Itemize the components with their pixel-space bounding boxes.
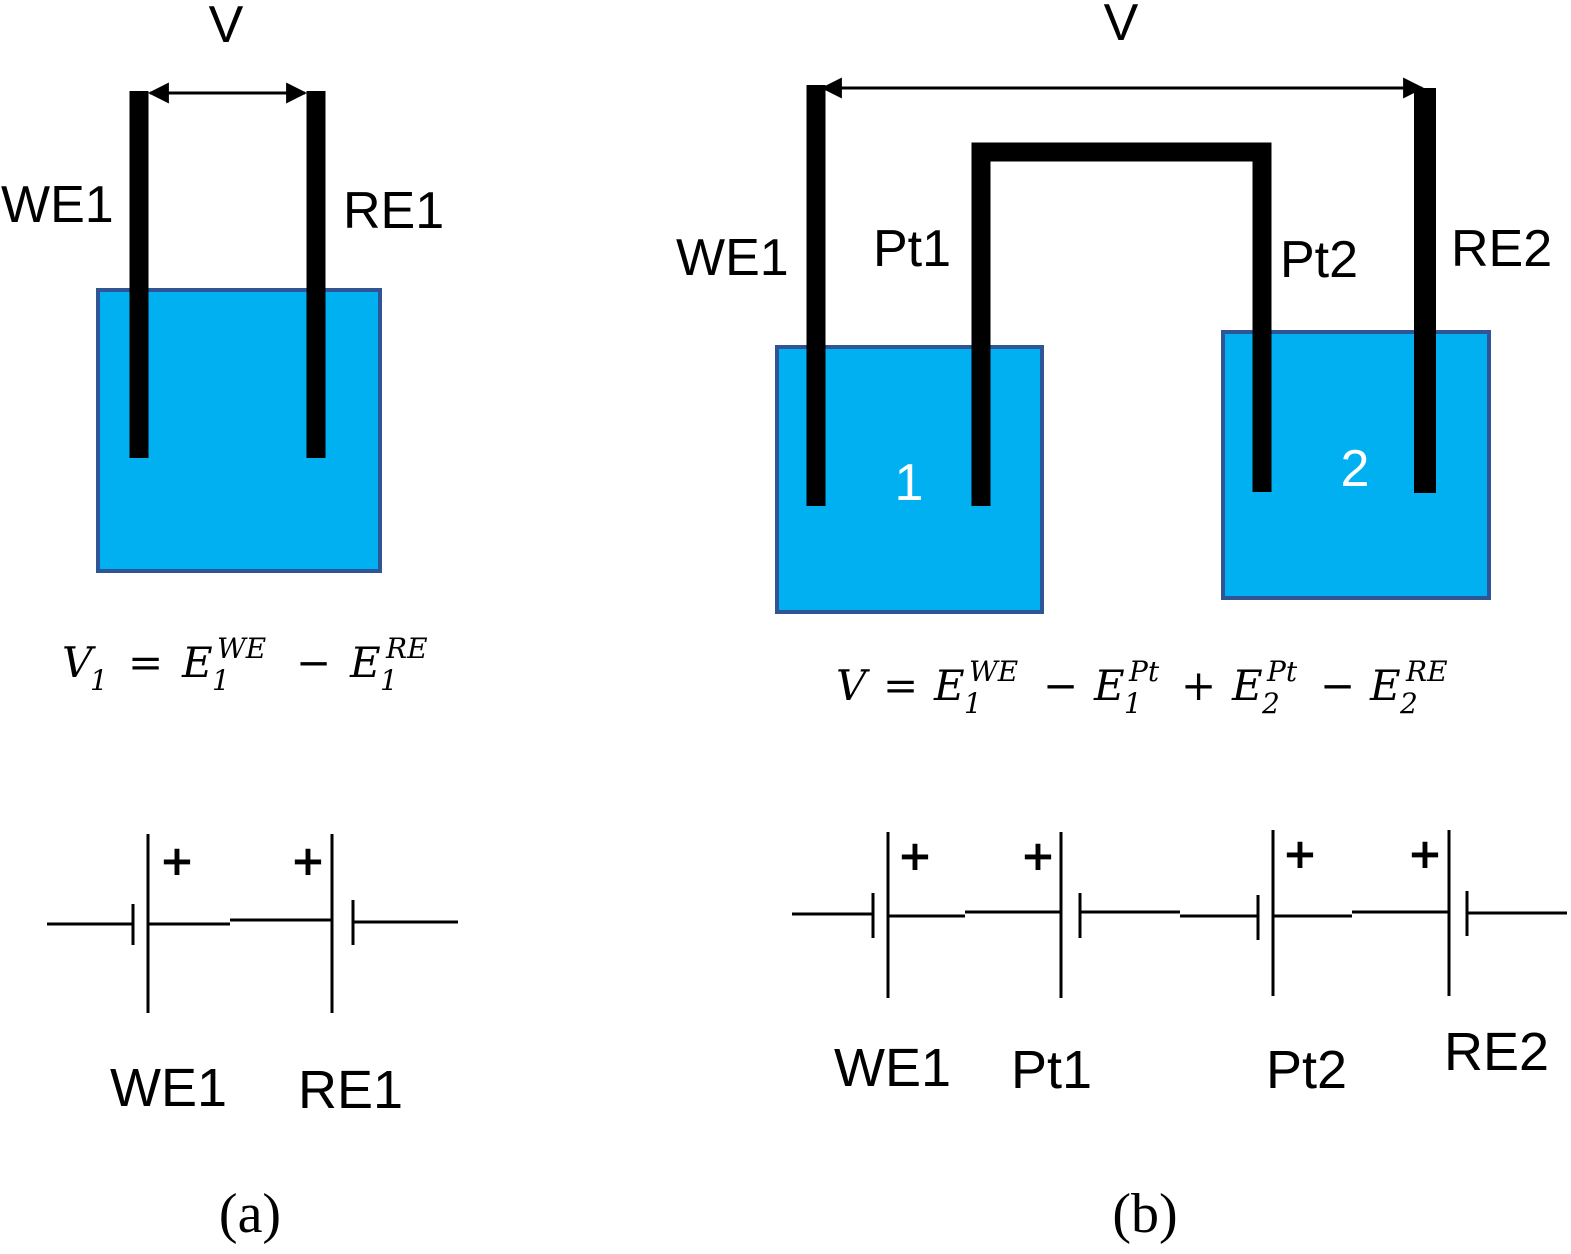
- eq-b-t4-sup: RE: [1405, 655, 1448, 688]
- eq-a-equals: =: [128, 638, 163, 687]
- panel-b-voltage-label: V: [1104, 0, 1139, 52]
- eq-b-op3: −: [1320, 661, 1355, 710]
- eq-b-op2: +: [1181, 661, 1216, 710]
- panel-b-pt-bridge-wire: [971, 142, 1272, 506]
- circuit-b-plus-2: +: [1020, 831, 1055, 880]
- eq-a-t1-sup: WE: [217, 632, 266, 665]
- circuit-b-label-pt2: Pt2: [1266, 1040, 1347, 1100]
- eq-b-op1: −: [1043, 661, 1078, 710]
- eq-a-t2-sup: RE: [385, 632, 428, 665]
- panel-b-pt1-label: Pt1: [873, 220, 951, 278]
- eq-b-t1-sub: 1: [964, 687, 982, 720]
- eq-a-t2-sub: 1: [380, 664, 398, 697]
- eq-a-t1-sub: 1: [212, 664, 230, 697]
- panel-a-circuit: [47, 834, 458, 1013]
- eq-a-t2: E: [349, 638, 381, 687]
- panel-b-equation: V = E 1 WE − E 1 Pt + E 2 Pt − E 2 RE: [836, 655, 1448, 720]
- circuit-b-plus-4: +: [1407, 829, 1442, 878]
- circuit-b-label-we1: WE1: [834, 1038, 951, 1098]
- eq-b-t2: E: [1093, 661, 1125, 710]
- panel-a-re1-label: RE1: [343, 182, 444, 240]
- circuit-a-plus-2: +: [290, 836, 325, 885]
- panel-b: V 1 2 WE1 Pt1 Pt2 RE2 V = E 1 WE − E 1 P…: [676, 0, 1567, 1245]
- panel-a-caption: (a): [219, 1183, 281, 1245]
- eq-b-t1: E: [933, 661, 965, 710]
- circuit-a-plus-1: +: [159, 836, 194, 885]
- eq-b-lhs: V: [836, 661, 870, 710]
- eq-a-op1: −: [296, 638, 331, 687]
- circuit-a-label-we1: WE1: [110, 1058, 227, 1118]
- eq-b-t3-sub: 2: [1261, 687, 1280, 720]
- eq-b-t4-sub: 2: [1399, 687, 1418, 720]
- circuit-a-label-re1: RE1: [298, 1060, 403, 1120]
- circuit-b-label-pt1: Pt1: [1011, 1040, 1092, 1100]
- eq-a-lhs: V: [62, 638, 96, 687]
- panel-a-voltage-label: V: [209, 0, 244, 54]
- panel-a-equation: V 1 = E 1 WE − E 1 RE: [62, 632, 428, 697]
- eq-b-t2-sub: 1: [1124, 687, 1142, 720]
- eq-a-t1: E: [181, 638, 213, 687]
- circuit-b-label-re2: RE2: [1444, 1022, 1549, 1082]
- cell-1-number: 1: [895, 454, 924, 512]
- eq-b-t1-sup: WE: [969, 655, 1018, 688]
- panel-b-re2-label: RE2: [1451, 220, 1552, 278]
- eq-b-equals: =: [883, 661, 918, 710]
- eq-b-t3: E: [1231, 661, 1263, 710]
- eq-a-lhs-sub: 1: [90, 664, 108, 697]
- panel-b-caption: (b): [1112, 1183, 1177, 1245]
- eq-b-t3-sup: Pt: [1266, 655, 1298, 688]
- eq-b-t4: E: [1369, 661, 1401, 710]
- panel-b-we1-label: WE1: [676, 229, 789, 287]
- panel-b-pt2-label: Pt2: [1280, 231, 1358, 289]
- panel-b-circuit: [792, 830, 1567, 998]
- circuit-b-plus-3: +: [1282, 829, 1317, 878]
- circuit-b-plus-1: +: [897, 831, 932, 880]
- eq-b-t2-sup: Pt: [1128, 655, 1160, 688]
- panel-a: V WE1 RE1 V 1 = E 1 WE − E 1 RE: [1, 0, 458, 1245]
- cell-2-number: 2: [1341, 440, 1370, 498]
- panel-a-we1-label: WE1: [1, 176, 114, 234]
